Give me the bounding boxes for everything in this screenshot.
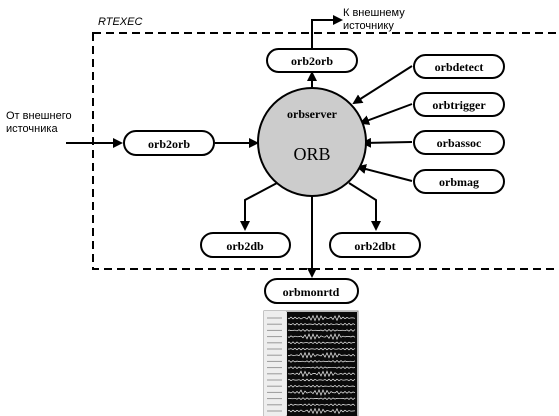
node-orbassoc-label: orbassoc: [437, 136, 482, 150]
monitor-label-panel: [264, 311, 286, 416]
external-output-line-2: источнику: [343, 20, 394, 32]
node-orbmag[interactable]: orbmag: [413, 169, 505, 194]
monitor-trace: [287, 314, 356, 322]
orbserver-title: orbserver: [287, 107, 338, 121]
monitor-trace: [287, 351, 356, 359]
external-input-line-1: От внешнего: [6, 110, 72, 122]
monitor-trace: [287, 403, 356, 407]
monitor-trace: [287, 322, 356, 326]
orbserver-circle: [257, 87, 367, 197]
edge-server-to-orb2dbt: [348, 182, 381, 231]
external-input-line-2: источника: [6, 123, 58, 135]
node-orbtrigger-label: orbtrigger: [432, 98, 486, 112]
edge-orbassoc-to-server: [361, 137, 413, 148]
monitor-trace: [287, 378, 356, 382]
node-orbassoc[interactable]: orbassoc: [413, 130, 505, 155]
node-orbdetect-label: orbdetect: [435, 60, 484, 74]
external-input-label: От внешнего источника: [6, 110, 75, 135]
node-orbmag-label: orbmag: [439, 175, 479, 189]
monitor-trace: [287, 407, 356, 415]
node-orb2dbt[interactable]: orb2dbt: [329, 232, 421, 258]
edges: [66, 15, 413, 278]
external-output-line-1: К внешнему: [343, 7, 405, 19]
node-orb2orb-in-label: orb2orb: [148, 137, 190, 151]
monitor-trace: [287, 341, 356, 345]
monitor-trace-area: [287, 312, 357, 416]
external-output-label: К внешнему источнику: [343, 7, 408, 32]
rtexec-label: RTEXEC: [98, 16, 142, 28]
monitor-trace: [287, 397, 356, 400]
node-orb2db-label: orb2db: [226, 239, 264, 253]
monitor-trace: [287, 366, 356, 369]
orbserver-subtitle: ORB: [293, 144, 330, 164]
node-orb2orb-out[interactable]: orb2orb: [266, 48, 358, 73]
monitor-trace: [287, 329, 356, 332]
node-orbtrigger[interactable]: orbtrigger: [413, 92, 505, 117]
seismogram-display-icon: [263, 310, 359, 416]
edge-server-to-orb2db: [240, 182, 278, 231]
node-orbdetect[interactable]: orbdetect: [413, 54, 505, 79]
orbserver-node[interactable]: orbserver ORB: [257, 87, 367, 197]
rtexec-boundary: [92, 32, 559, 270]
node-orb2db[interactable]: orb2db: [200, 232, 291, 258]
monitor-trace: [287, 360, 356, 363]
monitor-traces: [267, 314, 356, 415]
monitor-trace: [287, 347, 356, 351]
edge-orbtrigger-to-server: [359, 103, 413, 125]
edge-orbdetect-to-server: [352, 65, 413, 105]
monitor-trace: [287, 370, 356, 378]
node-orb2orb-out-label: orb2orb: [291, 54, 333, 68]
monitor-trace: [287, 388, 356, 396]
monitor-trace: [287, 333, 356, 341]
node-orbmonrtd[interactable]: orbmonrtd: [264, 278, 359, 304]
node-orb2orb-in[interactable]: orb2orb: [123, 130, 215, 156]
node-orb2dbt-label: orb2dbt: [354, 239, 395, 253]
edge-orbmag-to-server: [356, 164, 413, 182]
monitor-trace: [287, 384, 356, 388]
node-orbmonrtd-label: orbmonrtd: [283, 285, 340, 299]
edge-orb2orb-out-to-external: [311, 15, 343, 48]
